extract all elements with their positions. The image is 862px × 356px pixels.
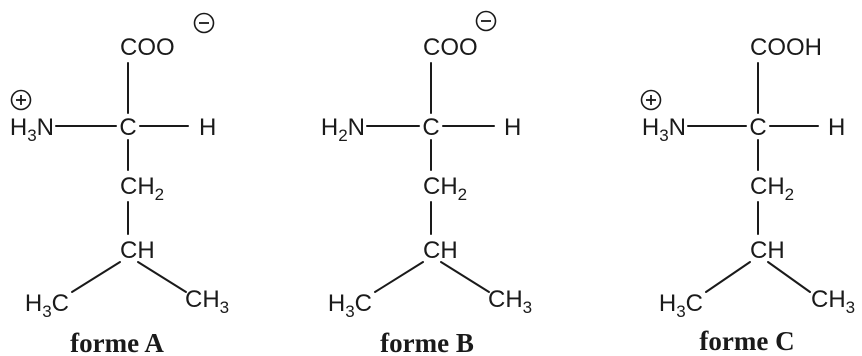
methyl-right: CH3 (185, 286, 229, 317)
bond-ch-ch3-left (374, 261, 424, 293)
methylene-group: CH2 (120, 173, 164, 204)
methyl-right: CH3 (811, 286, 855, 317)
methylene-group: CH2 (750, 173, 794, 204)
methine-group: CH (750, 237, 785, 264)
amine-group: H3N (10, 114, 54, 145)
methyl-left: H3C (328, 290, 372, 321)
amine-group: H3N (642, 114, 686, 145)
methyl-right: CH3 (488, 286, 532, 317)
minus-charge-icon (193, 12, 215, 34)
alpha-carbon: C (119, 114, 136, 141)
methyl-left: H3C (25, 290, 69, 321)
minus-charge-icon (475, 10, 497, 32)
bond-ch-ch3-right (440, 261, 490, 293)
methylene-group: CH2 (423, 173, 467, 204)
alpha-carbon: C (422, 114, 439, 141)
amine-group: H2N (321, 114, 365, 145)
carboxyl-group: COO (423, 34, 478, 61)
alpha-carbon: C (749, 114, 766, 141)
caption-forme-c: forme C (699, 326, 794, 356)
hydrogen-atom: H (504, 114, 521, 141)
methyl-left: H3C (659, 290, 703, 321)
bond-ch-ch3-left (705, 261, 751, 293)
molecule-forme-b: COO H2N C H CH2 CH H3C CH3 forme B (321, 10, 532, 356)
methine-group: CH (120, 237, 155, 264)
hydrogen-atom: H (199, 114, 216, 141)
carboxyl-group: COOH (750, 34, 822, 61)
plus-charge-icon (10, 89, 32, 111)
bond-ch-ch3-left (71, 261, 121, 293)
molecule-forme-a: COO H3N C H CH2 CH H3C CH3 forme A (10, 12, 229, 356)
hydrogen-atom: H (828, 114, 845, 141)
molecule-forme-c: COOH H3N C H CH2 CH H3C CH3 forme C (640, 34, 855, 356)
caption-forme-b: forme B (380, 328, 474, 356)
plus-charge-icon (640, 89, 662, 111)
bond-ch-ch3-right (137, 261, 187, 293)
bond-ch-ch3-right (767, 261, 811, 293)
methine-group: CH (423, 237, 458, 264)
carboxyl-group: COO (120, 34, 175, 61)
caption-forme-a: forme A (70, 328, 164, 356)
